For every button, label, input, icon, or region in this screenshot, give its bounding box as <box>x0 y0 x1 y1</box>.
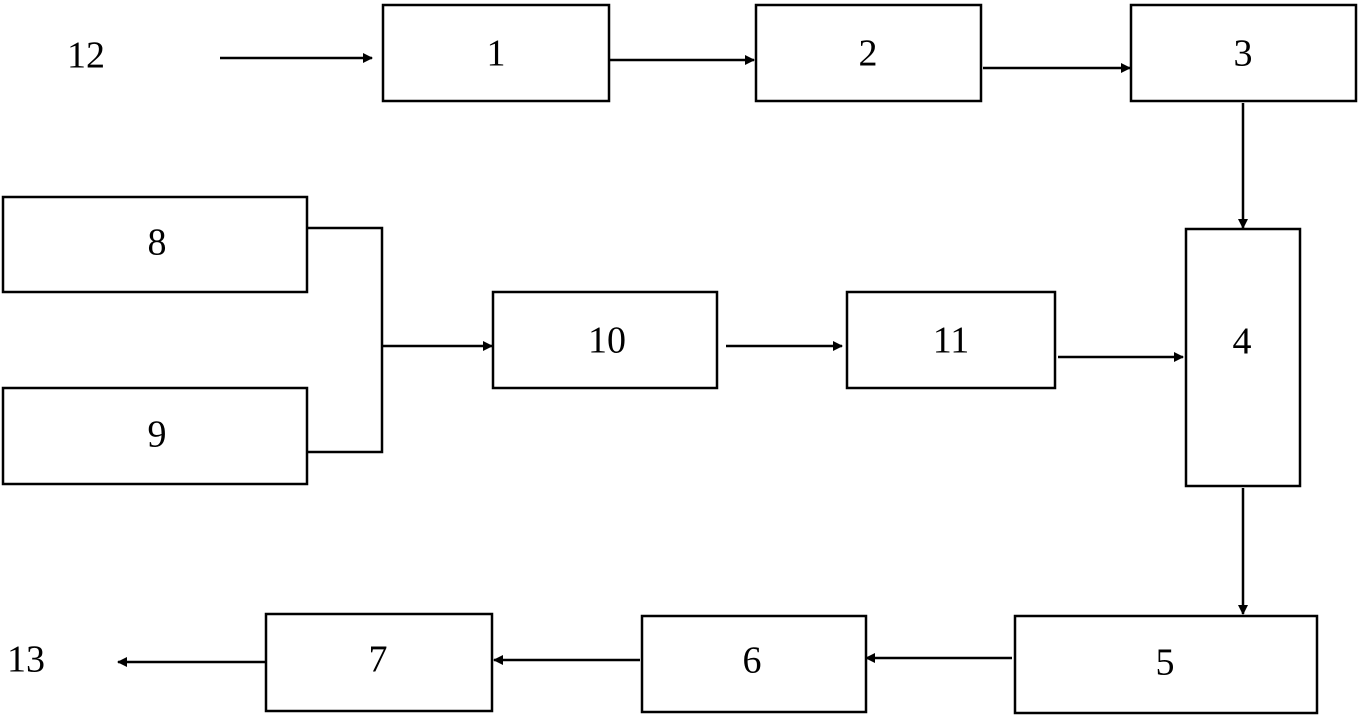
block-8-label: 8 <box>148 222 167 264</box>
labels: 1 2 3 4 8 9 10 11 5 6 7 12 13 <box>7 33 1253 684</box>
block-6 <box>640 614 868 714</box>
block-7-label: 7 <box>369 639 388 681</box>
input-terminal-label: 12 <box>67 35 105 77</box>
block-10-label: 10 <box>588 320 626 362</box>
connector-8-to-junction <box>307 226 384 346</box>
block-8 <box>1 195 309 294</box>
block-10 <box>491 290 719 390</box>
blocks <box>1 3 1358 715</box>
block-11-label: 11 <box>933 320 970 362</box>
block-7 <box>264 612 494 713</box>
block-11 <box>845 290 1057 390</box>
block-5-label: 5 <box>1156 642 1175 684</box>
block-2 <box>754 3 983 103</box>
block-1-label: 1 <box>487 33 506 75</box>
block-3-label: 3 <box>1234 33 1253 75</box>
block-1 <box>381 3 611 103</box>
block-4 <box>1184 227 1302 488</box>
block-9-label: 9 <box>148 414 167 456</box>
output-terminal-label: 13 <box>7 639 45 681</box>
block-4-label: 4 <box>1233 321 1252 363</box>
block-2-label: 2 <box>859 33 878 75</box>
connector-9-to-junction <box>307 346 384 454</box>
block-9 <box>1 386 309 486</box>
block-3 <box>1129 3 1358 103</box>
connectors <box>117 53 1248 667</box>
block-5 <box>1013 614 1319 715</box>
block-6-label: 6 <box>743 640 762 682</box>
